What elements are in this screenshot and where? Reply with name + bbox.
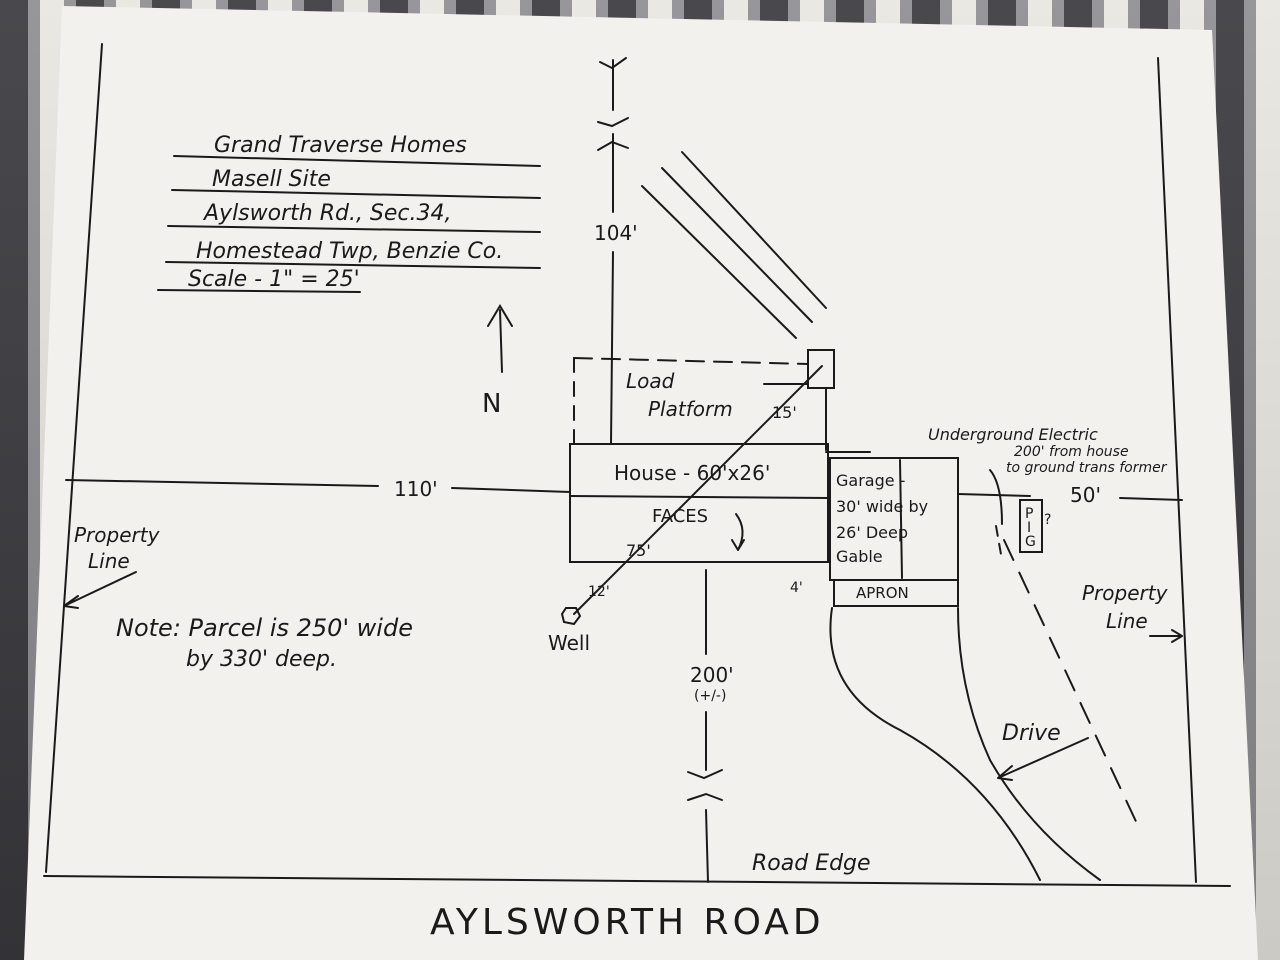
label-electric-2: 200' from house — [1014, 444, 1129, 460]
note-line-2: by 330' deep. — [186, 647, 337, 672]
road-name: AYLSWORTH ROAD — [430, 902, 825, 943]
label-garage-3: 26' Deep — [836, 523, 908, 542]
drive-arrow — [997, 737, 1089, 781]
north-label: N — [482, 389, 501, 419]
title-underline-3 — [167, 225, 541, 233]
label-property-line-e1: Property — [1082, 581, 1169, 605]
dim-garage-gap: 4' — [790, 580, 803, 596]
west-property-line — [45, 43, 103, 873]
faces-arrow — [731, 513, 745, 551]
apron-outline — [833, 579, 959, 607]
title-line-5: Scale - 1" = 25' — [188, 267, 360, 292]
paper-sheet — [24, 6, 1258, 960]
label-property-line-w1: Property — [74, 523, 161, 547]
drive-west-edge — [829, 607, 1041, 881]
north-arrow-shaft — [499, 309, 503, 373]
label-electric-1: Underground Electric — [928, 425, 1098, 444]
property-line-arrow-west — [63, 571, 137, 609]
break-mark-top — [599, 57, 627, 70]
dim-south: 200' — [690, 663, 734, 687]
label-apron: APRON — [856, 584, 909, 602]
load-platform-outline — [573, 357, 809, 365]
title-line-2: Masell Site — [212, 167, 331, 192]
title-underline-2 — [171, 189, 541, 199]
title-line-1: Grand Traverse Homes — [214, 133, 467, 158]
dim-east: 50' — [1070, 483, 1101, 507]
title-underline-4 — [165, 261, 541, 269]
label-road-edge: Road Edge — [752, 851, 871, 876]
house-outline — [569, 443, 829, 563]
property-line-arrow-east — [1149, 629, 1183, 643]
west-dim-line — [65, 479, 379, 487]
dim-load-platform: 15' — [772, 403, 797, 422]
note-line-1: Note: Parcel is 250' wide — [116, 614, 413, 642]
label-pig-g: G — [1025, 534, 1036, 550]
label-pig-question: ? — [1044, 512, 1051, 528]
title-underline-1 — [173, 155, 541, 167]
east-property-line — [1157, 57, 1197, 883]
title-underline-5 — [157, 289, 361, 293]
well-symbol — [560, 607, 582, 626]
angled-line-1 — [681, 151, 827, 309]
north-arrow-head — [487, 304, 513, 327]
label-garage-4: Gable — [836, 547, 883, 566]
label-pig-p: P — [1025, 506, 1033, 522]
label-drive: Drive — [1002, 721, 1061, 746]
well-line — [573, 365, 823, 615]
corner-box — [807, 349, 835, 389]
dim-well-distance: 75' — [626, 541, 651, 560]
label-house: House - 60'x26' — [614, 461, 770, 485]
pig-box — [1019, 499, 1043, 553]
dim-north: 104' — [594, 221, 638, 245]
dim-well-offset: 12' — [588, 584, 610, 600]
label-load-1: Load — [626, 369, 675, 393]
label-well: Well — [548, 631, 590, 655]
road-edge-line — [43, 875, 1231, 887]
label-property-line-w2: Line — [88, 549, 130, 573]
title-line-3: Aylsworth Rd., Sec.34, — [202, 201, 452, 226]
drive-dashed-edge — [1003, 539, 1141, 831]
drive-east-edge — [957, 607, 1101, 881]
label-pig-i: I — [1027, 520, 1031, 536]
dim-west: 110' — [394, 477, 438, 501]
title-line-4: Homestead Twp, Benzie Co. — [196, 239, 503, 264]
label-electric-3: to ground trans former — [1006, 460, 1168, 476]
electric-line — [989, 469, 1003, 525]
label-property-line-e2: Line — [1106, 609, 1148, 633]
label-garage-1: Garage - — [836, 471, 905, 490]
dim-south-note: (+/-) — [694, 688, 726, 704]
label-load-2: Platform — [648, 397, 733, 421]
label-garage-2: 30' wide by — [836, 497, 928, 516]
label-faces: FACES — [652, 506, 708, 527]
east-dim-line — [957, 493, 1031, 497]
